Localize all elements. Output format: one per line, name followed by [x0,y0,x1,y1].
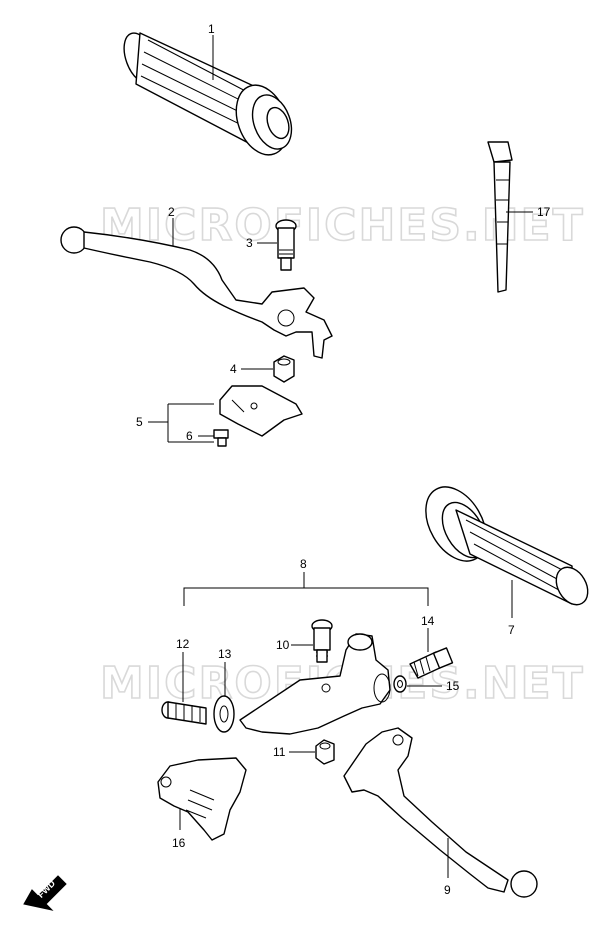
lever-cover-part [157,757,247,841]
clutch-holder-part [239,633,391,735]
callout-15: 15 [446,679,460,693]
grip-left-part [123,32,293,156]
callout-1: 1 [208,22,215,36]
callout-9: 9 [444,883,451,897]
fwd-arrow-icon: FWD [23,875,67,911]
brake-switch-part [219,385,303,437]
nut-upper-part [273,355,295,383]
callout-2: 2 [168,205,175,219]
callout-12: 12 [176,637,190,651]
brake-lever-part [60,226,333,359]
callout-10: 10 [276,638,290,652]
nut-lower-part [315,739,335,765]
callout-5: 5 [136,415,143,429]
bolt-holder-part [409,647,454,679]
cable-tie-part [487,141,513,293]
callout-4: 4 [230,362,237,376]
lock-ring-part [213,695,235,733]
pivot-bolt-upper-part [275,219,297,271]
callout-7: 7 [508,623,515,637]
adjuster-part [161,701,207,725]
leader-5-6 [148,403,214,443]
callout-11: 11 [273,745,286,759]
screw-switch-part [213,429,229,447]
callout-17: 17 [537,205,551,219]
callout-3: 3 [246,236,253,250]
watermark-bottom: MICROFICHES.NET [100,658,585,709]
callout-14: 14 [421,614,435,628]
grip-right-part [425,486,589,606]
callout-16: 16 [172,836,186,850]
pivot-bolt-lower-part [311,619,333,663]
washer-part [393,675,407,693]
clutch-lever-part [343,727,538,898]
callout-8: 8 [300,557,307,571]
leader-8 [183,572,429,606]
callout-13: 13 [218,647,232,661]
callout-6: 6 [186,429,193,443]
